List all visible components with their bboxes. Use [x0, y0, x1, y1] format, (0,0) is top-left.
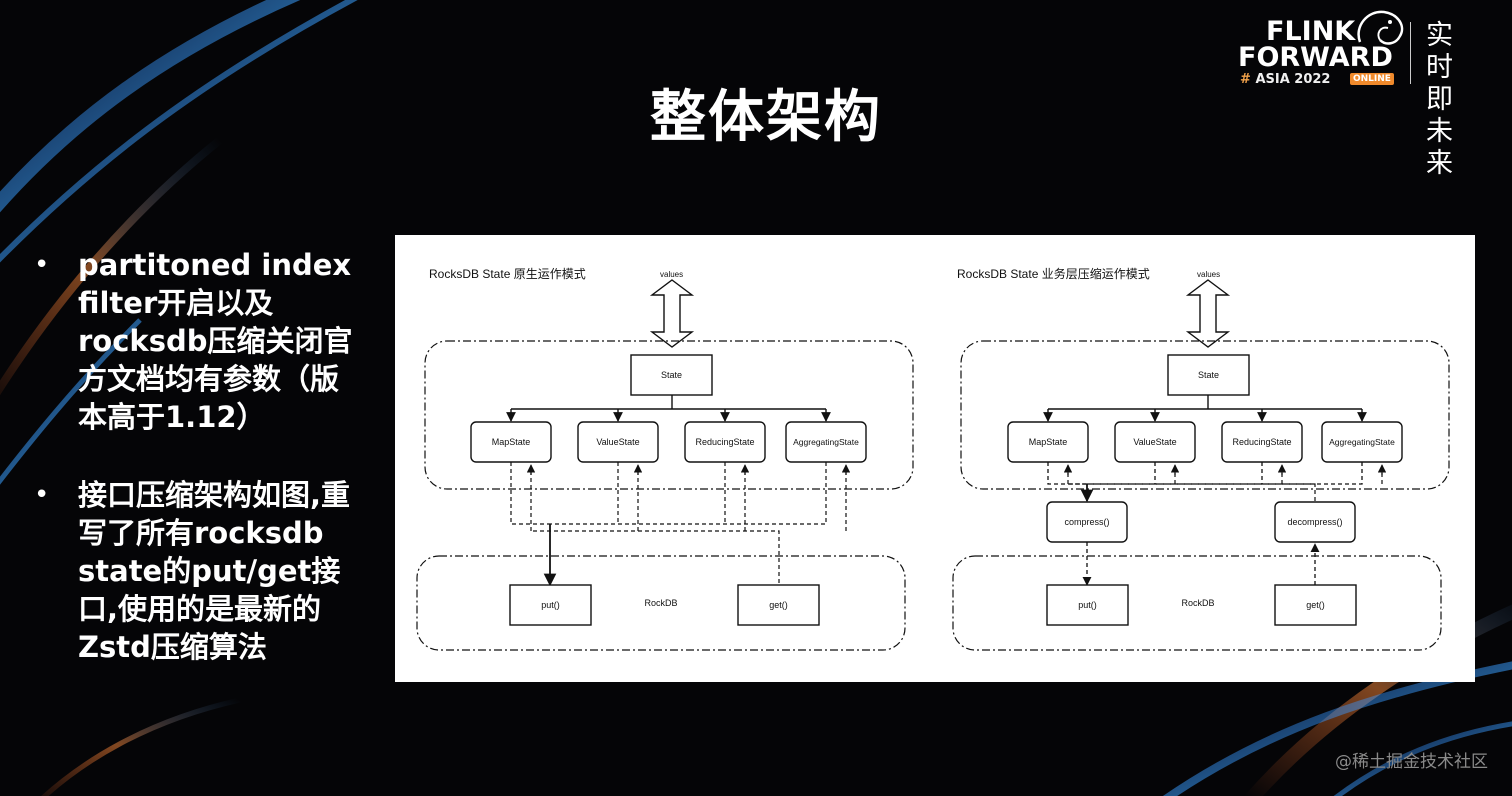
left-get-dashed-lines — [530, 467, 847, 625]
right-mapstate-label: MapState — [1029, 437, 1068, 447]
right-valuestate-label: ValueState — [1133, 437, 1176, 447]
bullet-item: • partitoned index filter开启以及rocksdb压缩关闭… — [30, 246, 360, 436]
left-put-label: put() — [541, 600, 560, 610]
architecture-diagram: RocksDB State 原生运作模式 values State MapSta… — [395, 235, 1475, 682]
right-rockdb-label: RockDB — [1181, 598, 1214, 608]
left-state-label: State — [661, 370, 682, 380]
logo-divider — [1410, 22, 1411, 84]
left-rockdb-label: RockDB — [644, 598, 677, 608]
left-valuestate-label: ValueState — [596, 437, 639, 447]
left-put-dashed-lines — [510, 462, 827, 525]
diagram-canvas: RocksDB State 原生运作模式 values State MapSta… — [416, 266, 1450, 651]
logo-slogan-line1: 实时即 — [1426, 20, 1453, 115]
left-state-box — [630, 354, 713, 396]
watermark: @稀土掘金技术社区 — [1335, 752, 1488, 772]
slide-title: 整体架构 — [650, 85, 882, 150]
left-reducingstate-label: ReducingState — [695, 437, 754, 447]
left-get-box — [737, 584, 820, 626]
left-values-double-arrow — [649, 279, 695, 348]
diagram-right: RocksDB State 业务层压缩运作模式 values State Map… — [952, 266, 1450, 651]
right-title: RocksDB State 业务层压缩运作模式 — [957, 266, 1150, 281]
bullet-dot: • — [34, 250, 50, 280]
logo-asia-year: ASIA 2022 — [1255, 72, 1331, 87]
bullet-text: 接口压缩架构如图,重写了所有rocksdb state的put/get接口,使用… — [78, 478, 351, 664]
logo-event: # ASIA 2022 — [1240, 72, 1330, 87]
bullet-list: • partitoned index filter开启以及rocksdb压缩关闭… — [30, 246, 360, 706]
right-get-label: get() — [1306, 600, 1325, 610]
right-put-dashed-lines — [1047, 462, 1363, 485]
right-get-box — [1274, 584, 1357, 626]
logo-slogan-line2: 未来 — [1426, 116, 1453, 179]
left-rockdb-group — [416, 555, 906, 651]
logo-forward: FORWARD — [1238, 42, 1393, 73]
left-put-box — [509, 584, 592, 626]
logo-flink: FLINK — [1266, 16, 1356, 47]
right-values-double-arrow — [1185, 279, 1231, 348]
diagram-left: RocksDB State 原生运作模式 values State MapSta… — [416, 267, 914, 651]
left-state-connector — [511, 395, 826, 410]
left-values-label: values — [660, 270, 683, 279]
left-get-label: get() — [769, 600, 788, 610]
right-rockdb-group — [952, 555, 1442, 651]
left-state-group — [424, 340, 914, 490]
bullet-text: partitoned index filter开启以及rocksdb压缩关闭官方… — [78, 248, 353, 434]
bullet-dot: • — [34, 480, 50, 510]
right-aggregatingstate-label: AggregatingState — [1329, 437, 1395, 447]
right-state-label: State — [1198, 370, 1219, 380]
flink-forward-logo: FLINK FORWARD # ASIA 2022 ONLINE 实时即 未来 — [1232, 8, 1502, 179]
left-mapstate-label: MapState — [492, 437, 531, 447]
logo-hash: # — [1240, 72, 1251, 87]
logo-slogan: 实时即 未来 — [1426, 20, 1470, 180]
right-decompress-box — [1274, 501, 1356, 543]
right-compress-label: compress() — [1064, 517, 1109, 527]
left-aggregatingstate-label: AggregatingState — [793, 437, 859, 447]
right-put-label: put() — [1078, 600, 1097, 610]
bullet-item: • 接口压缩架构如图,重写了所有rocksdb state的put/get接口,… — [30, 476, 360, 666]
logo-online-badge: ONLINE — [1350, 73, 1394, 85]
right-state-group — [960, 340, 1450, 490]
left-title: RocksDB State 原生运作模式 — [429, 267, 586, 281]
squirrel-icon — [1357, 10, 1404, 45]
right-reducingstate-label: ReducingState — [1232, 437, 1291, 447]
right-state-connector — [1048, 395, 1362, 410]
right-decompress-label: decompress() — [1287, 517, 1342, 527]
right-put-box — [1046, 584, 1129, 626]
right-get-dashed-lines — [1067, 467, 1383, 501]
right-values-label: values — [1197, 270, 1220, 279]
